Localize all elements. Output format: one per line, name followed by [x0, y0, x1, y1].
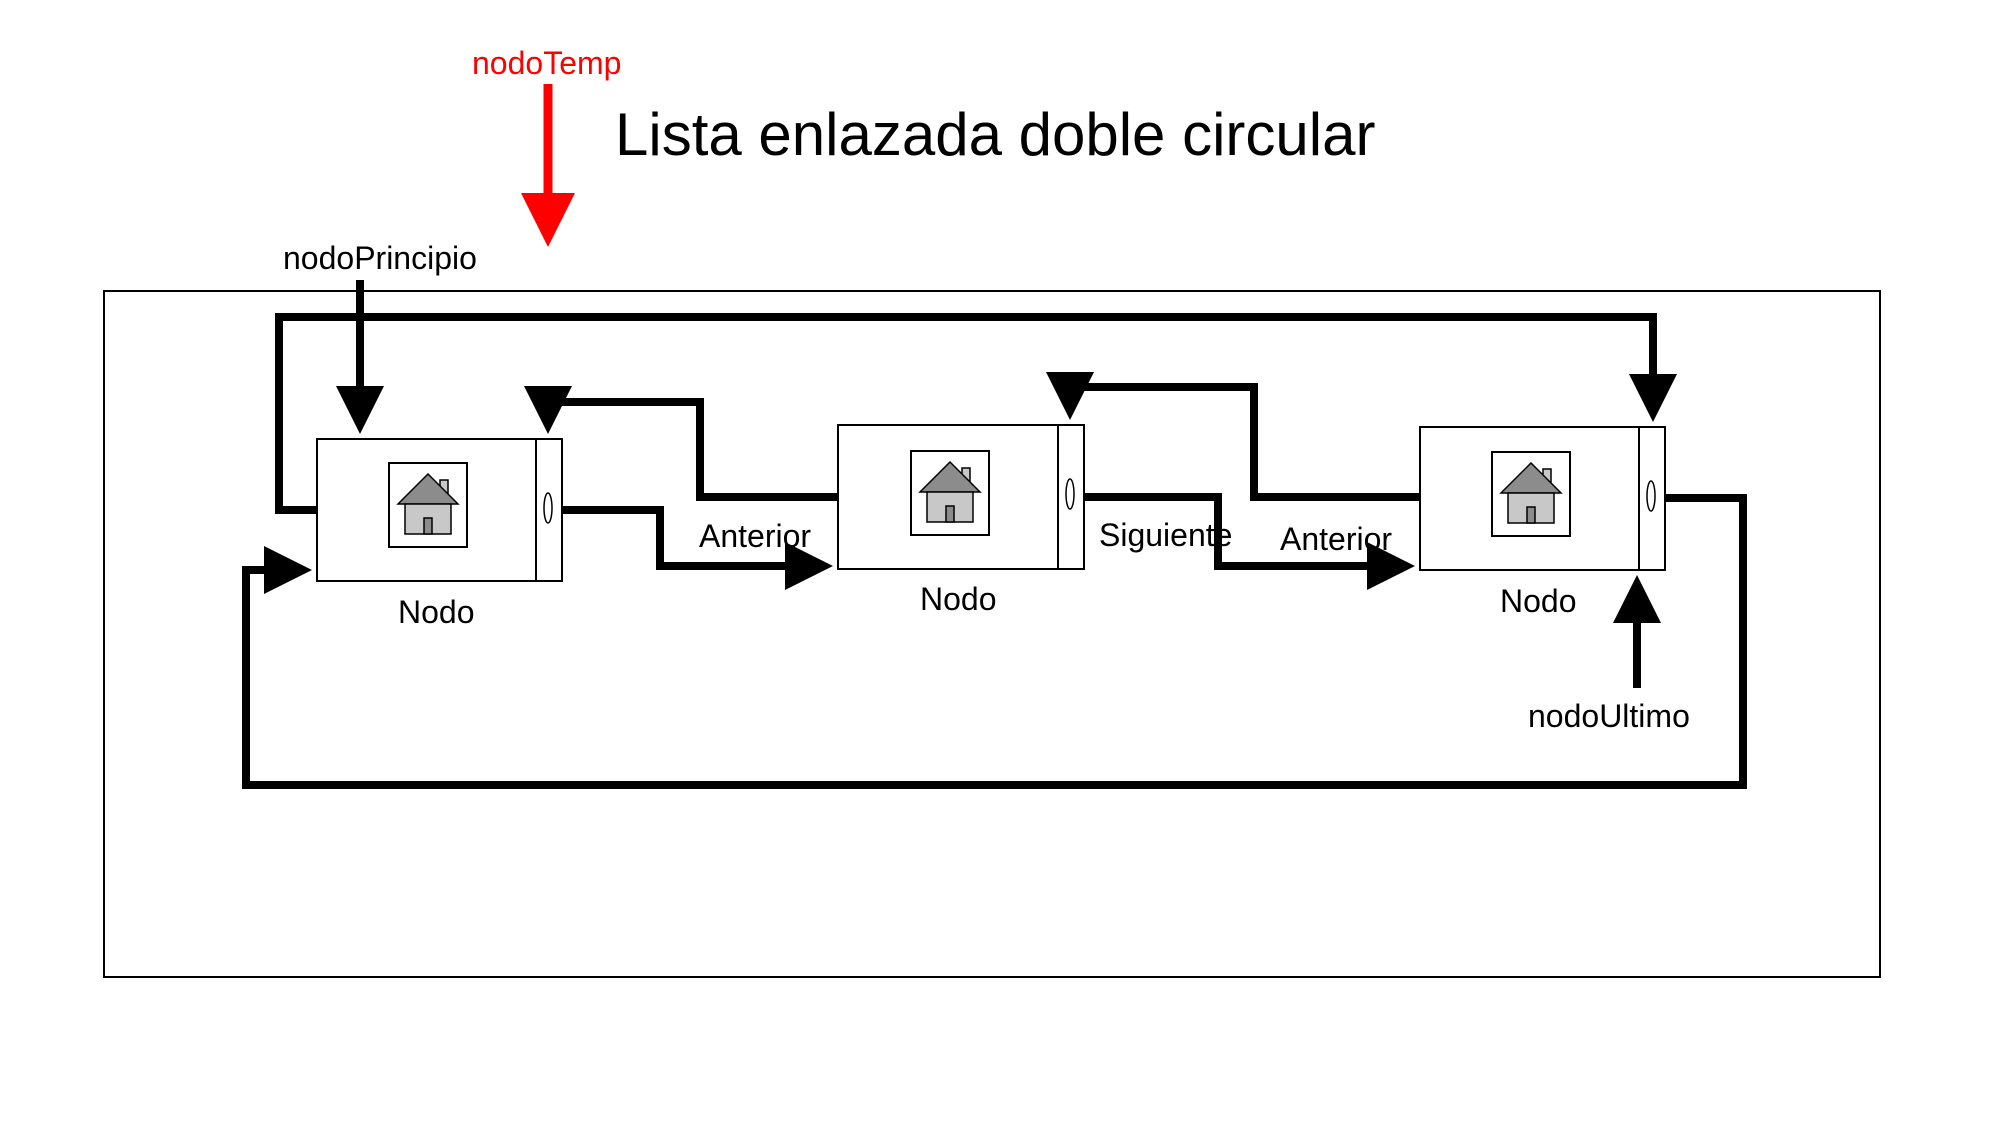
- nodo-temp-label: nodoTemp: [472, 45, 622, 81]
- house-icon: [918, 460, 982, 523]
- null-pointer-icon: [1646, 480, 1656, 512]
- node-3-label: Nodo: [1500, 583, 1577, 619]
- nodo-principio-label: nodoPrincipio: [283, 240, 477, 276]
- null-pointer-icon: [543, 492, 553, 524]
- nodo-ultimo-label: nodoUltimo: [1528, 698, 1690, 734]
- link-label-anterior-2: Anterior: [1280, 521, 1393, 557]
- node-data-box: [388, 462, 468, 548]
- node-1-label: Nodo: [398, 594, 475, 630]
- node-2: [837, 424, 1085, 570]
- node-data-box: [910, 450, 990, 536]
- node-pointer-divider: [1638, 428, 1640, 569]
- node-2-label: Nodo: [920, 581, 997, 617]
- null-pointer-icon: [1065, 478, 1075, 510]
- page-title: Lista enlazada doble circular: [615, 101, 1376, 168]
- node-data-box: [1491, 451, 1571, 537]
- node-3: [1419, 426, 1666, 571]
- link-label-siguiente: Siguiente: [1099, 517, 1233, 553]
- diagram-frame: [103, 290, 1881, 978]
- link-label-anterior-1: Anterior: [699, 518, 812, 554]
- node-1: [316, 438, 563, 582]
- node-pointer-divider: [535, 440, 537, 580]
- house-icon: [1499, 461, 1563, 524]
- house-icon: [396, 472, 460, 535]
- node-pointer-divider: [1057, 426, 1059, 568]
